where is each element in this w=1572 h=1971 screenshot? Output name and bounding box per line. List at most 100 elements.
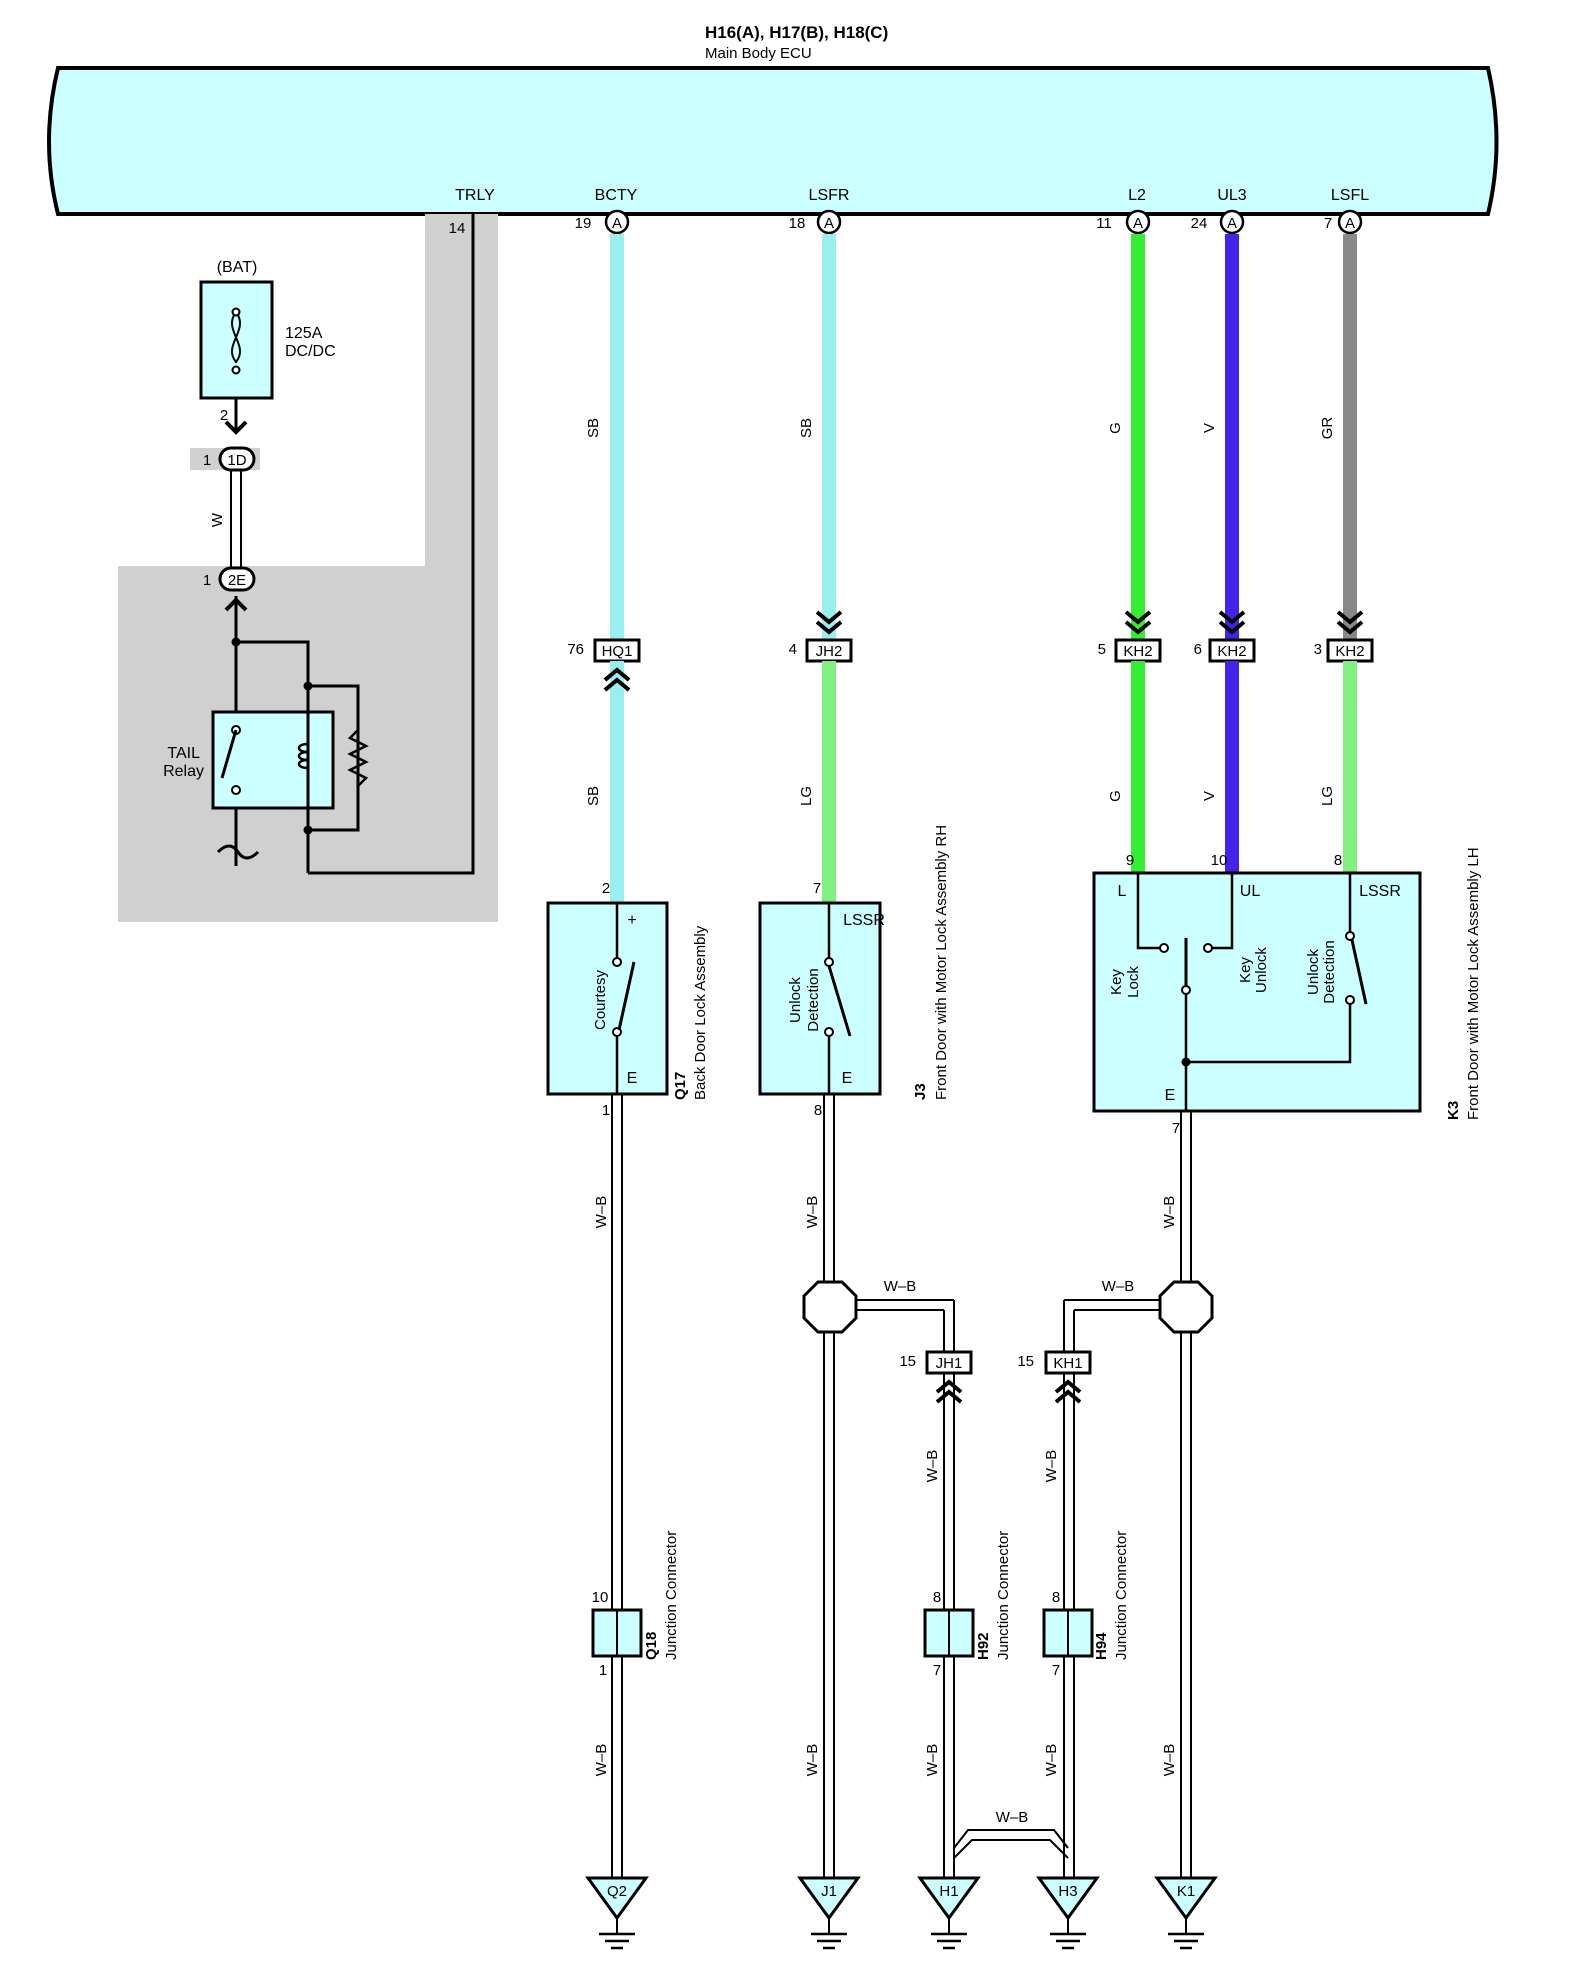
w-wire-label: W xyxy=(209,512,226,527)
j3-term-bottom: E xyxy=(842,1070,853,1087)
wire-label-kh1: W–B xyxy=(1043,1450,1060,1483)
chevron-down-icon xyxy=(1218,610,1246,635)
k3-pin-ul: 10 xyxy=(1211,852,1228,869)
hq1-name: HQ1 xyxy=(602,643,633,660)
chevron-up-icon xyxy=(603,667,631,692)
j3-pin-bottom: 8 xyxy=(814,1102,822,1119)
chevron-up-icon xyxy=(935,1379,963,1404)
j3-switch-label-1: Unlock xyxy=(787,977,804,1023)
k3-pin-lssr: 8 xyxy=(1334,852,1342,869)
tail-relay xyxy=(211,596,369,873)
jh1-connector xyxy=(925,1350,973,1375)
kh1-connector xyxy=(1044,1350,1092,1375)
lsfr-conn-circle xyxy=(816,209,842,235)
wire-label-l2-upper: G xyxy=(1107,422,1124,434)
conn-2e-name: 2E xyxy=(228,572,246,589)
ground-h3 xyxy=(1036,1876,1100,1950)
wire-label-bridge: W–B xyxy=(996,1809,1029,1826)
k3-id: K3 xyxy=(1445,1101,1462,1120)
k3-pin-e: 7 xyxy=(1172,1120,1180,1137)
ground-label-h3: H3 xyxy=(1058,1883,1077,1900)
wire-label-bcty-lower: SB xyxy=(585,786,602,806)
wire-label-j3-splice: W–B xyxy=(884,1278,917,1295)
ecu-terminal-trly: TRLY xyxy=(455,187,495,204)
h94-id: H94 xyxy=(1093,1632,1110,1660)
conn-1d-pin: 1 xyxy=(203,452,211,469)
wire-l2-upper xyxy=(1131,234,1145,640)
kh2-l2-name: KH2 xyxy=(1123,643,1152,660)
kh1-pin: 15 xyxy=(1017,1353,1034,1370)
k3-pin-l: 9 xyxy=(1126,852,1134,869)
ecu-title: H16(A), H17(B), H18(C) xyxy=(705,23,888,42)
ecu-terminal-bcty: BCTY xyxy=(595,187,638,204)
h94-name: Junction Connector xyxy=(1113,1531,1130,1660)
ul3-conn: A xyxy=(1227,215,1237,232)
k3-name: Front Door with Motor Lock Assembly LH xyxy=(1465,847,1482,1120)
main-body-ecu xyxy=(47,66,1499,216)
relay-label-2: Relay xyxy=(163,763,204,780)
q18-pin-bottom: 1 xyxy=(599,1662,607,1679)
q17-term-top: + xyxy=(627,912,636,929)
wire-label-h94: W–B xyxy=(1043,1744,1060,1777)
hq1-pin: 76 xyxy=(567,641,584,658)
wire-k3-ground xyxy=(1063,1111,1214,1878)
ul3-conn-circle xyxy=(1219,209,1245,235)
ground-label-k1: K1 xyxy=(1177,1883,1195,1900)
q17-box xyxy=(546,901,669,1096)
wire-ul3-upper xyxy=(1225,234,1239,640)
k3-key-lock-1: Key xyxy=(1108,969,1125,995)
j3-term-top: LSSR xyxy=(843,912,885,929)
lsfl-conn-circle xyxy=(1337,209,1363,235)
h92-pin-top: 8 xyxy=(933,1589,941,1606)
jh1-name: JH1 xyxy=(936,1355,963,1372)
k3-key-unlock-1: Key xyxy=(1237,957,1254,983)
conn-2e xyxy=(218,566,256,592)
jh2-pin: 4 xyxy=(789,641,797,658)
jh2-name: JH2 xyxy=(816,643,843,660)
q17-switch xyxy=(612,903,636,1094)
l2-conn-circle xyxy=(1125,209,1151,235)
wire-label-lsfl-lower: LG xyxy=(1319,786,1336,806)
ground-h1 xyxy=(917,1876,981,1950)
chevron-down-icon xyxy=(1124,610,1152,635)
splice-j3 xyxy=(802,1280,858,1334)
fuse-rating: 125A xyxy=(285,325,323,342)
q17-pin-bottom: 1 xyxy=(602,1102,610,1119)
chevron-down-icon xyxy=(224,420,248,435)
trly-pin: 14 xyxy=(449,220,466,237)
k3-switches xyxy=(1136,873,1368,1111)
wire-label-k3-b: W–B xyxy=(1161,1744,1178,1777)
wire-bcty-lower xyxy=(610,661,624,903)
lsfr-conn: A xyxy=(824,215,834,232)
bat-label: (BAT) xyxy=(217,259,258,276)
k3-unlock-detection-2: Detection xyxy=(1321,940,1338,1003)
j3-switch xyxy=(824,903,852,1094)
q17-switch-label: Courtesy xyxy=(592,969,609,1030)
j3-pin-top: 7 xyxy=(813,880,821,897)
lsfl-conn: A xyxy=(1345,215,1355,232)
wire-label-h92: W–B xyxy=(924,1744,941,1777)
fuse-pin: 2 xyxy=(220,407,228,424)
chevron-up-icon xyxy=(1054,1379,1082,1404)
conn-1d-name: 1D xyxy=(227,452,246,469)
j3-id: J3 xyxy=(912,1083,929,1100)
wire-lsfl-lower xyxy=(1343,661,1357,873)
conn-2e-pin: 1 xyxy=(203,572,211,589)
ecu-subtitle: Main Body ECU xyxy=(705,45,812,62)
kh2-ul3-pin: 6 xyxy=(1194,641,1202,658)
wire-label-ul3-upper: V xyxy=(1201,423,1218,433)
q17-id: Q17 xyxy=(672,1072,689,1100)
ecu-terminal-l2: L2 xyxy=(1128,187,1146,204)
ground-label-h1: H1 xyxy=(939,1883,958,1900)
fuse-icon xyxy=(230,307,242,375)
k3-key-lock-2: Lock xyxy=(1125,966,1142,998)
h92-id: H92 xyxy=(975,1632,992,1660)
j3-name: Front Door with Motor Lock Assembly RH xyxy=(933,825,950,1100)
chevron-down-icon xyxy=(1336,610,1364,635)
wire-label-lsfr-upper: SB xyxy=(798,418,815,438)
wire-label-q17-a: W–B xyxy=(593,1196,610,1229)
l2-conn: A xyxy=(1133,215,1143,232)
wire-label-k3-splice: W–B xyxy=(1102,1278,1135,1295)
fuse-name: DC/DC xyxy=(285,343,336,360)
ground-j1 xyxy=(797,1876,861,1950)
